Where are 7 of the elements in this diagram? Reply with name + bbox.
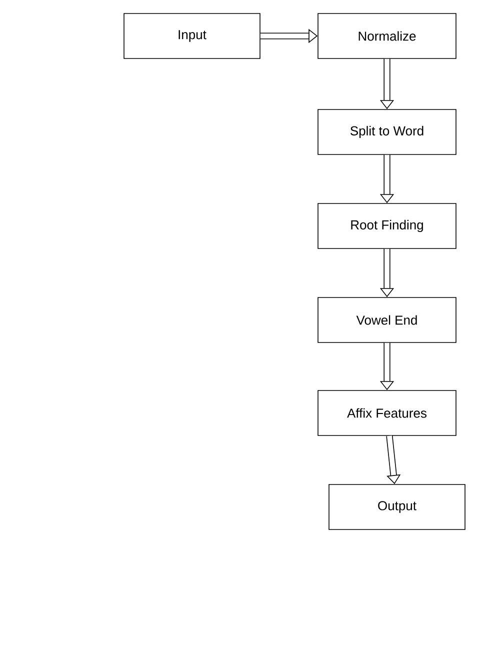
process-box: Root Finding [318, 203, 456, 249]
process-box: Affix Features [318, 390, 456, 436]
process-box: Vowel End [318, 297, 456, 343]
process-box: Output [328, 484, 466, 530]
process-box: Input [124, 13, 260, 59]
process-box: Normalize [318, 13, 456, 59]
process-box: Split to Word [318, 109, 456, 155]
